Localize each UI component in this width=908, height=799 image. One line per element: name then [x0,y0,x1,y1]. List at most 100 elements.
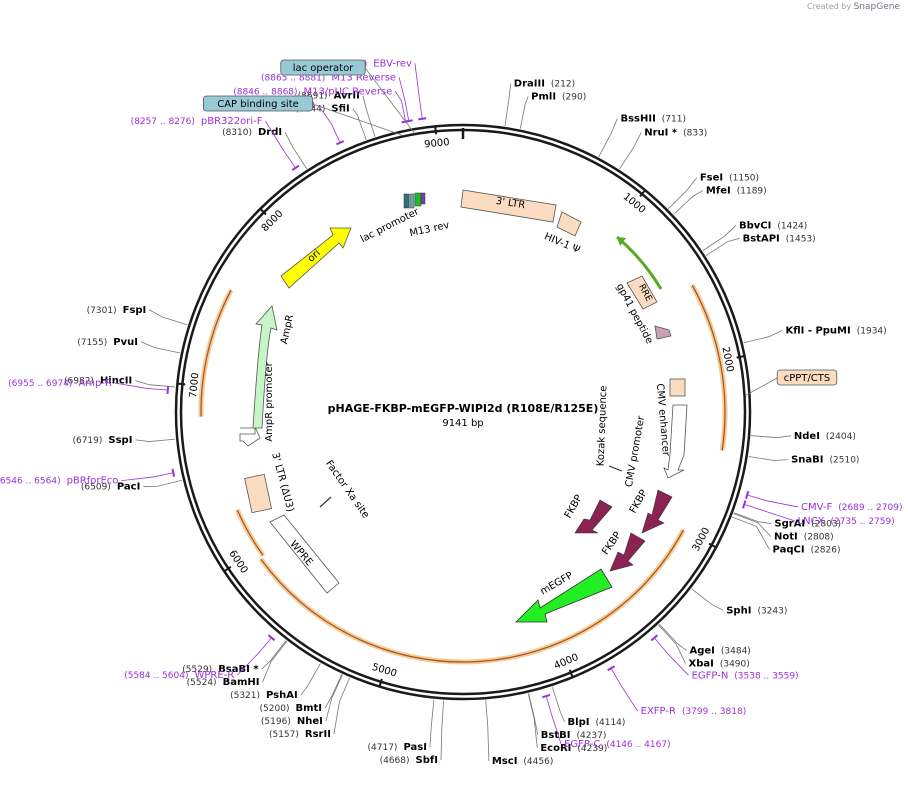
site-coord: (1934) [857,326,887,336]
primer-amp-r[interactable]: (6955 .. 6974)Amp-R [8,378,170,395]
site-avrii[interactable]: (8691)AvrII [298,91,376,137]
site-ecori[interactable]: EcoRI(4239) [527,693,607,754]
site-leader-line [135,438,176,442]
fkbp-shape-2[interactable] [641,489,673,534]
site-sbfi[interactable]: (4668)SbfI [380,700,445,766]
primer-leader-line [610,668,638,712]
site-kfli-ppumi[interactable]: KflI - PpuMI(1934) [743,325,887,344]
site-xbai[interactable]: XbaI(3490) [658,624,750,670]
site-name: SfiI [331,104,349,115]
site-nhei[interactable]: (5196)NheI [261,674,343,727]
boxed-label-bg [202,95,313,112]
ruler-tick [434,125,437,135]
site-name: SphI [726,605,751,616]
site-label: (5529)BsaBI * [182,664,259,675]
primer-label: (6546 .. 6564)pBRforEco [0,476,118,487]
primer-wpre-r[interactable]: (5584 .. 5604)WPRE-R [124,634,276,681]
site-coord: (4114) [595,718,625,728]
site-name: RsrII [305,729,331,740]
primer-pbrforeco[interactable]: (6546 .. 6564)pBRforEco [0,468,176,487]
site-sphi[interactable]: SphI(3243) [691,588,788,616]
site-agei[interactable]: AgeI(3484) [659,623,751,656]
arc-highlight-left-upper-line [200,289,232,417]
rre-shape[interactable] [626,275,658,310]
megfp-shape[interactable] [515,568,613,623]
site-pmli[interactable]: PmlI(290) [519,91,586,129]
ampr-shape[interactable] [240,305,278,429]
site-leader-line [528,693,539,736]
site-ndei[interactable]: NdeI(2404) [751,431,856,442]
gp41-peptide-shape[interactable] [654,325,672,340]
primer-pbr322ori-f[interactable]: (8257 .. 8276)pBR322ori-F [131,116,300,172]
site-coord: (290) [562,92,586,102]
site-name: AvrII [334,91,360,102]
site-pshai[interactable]: (5321)PshAI [230,663,321,701]
site-mfei[interactable]: MfeI(1189) [673,186,767,215]
site-coord: (1453) [786,234,816,244]
factor-xa-shape [319,496,332,508]
ruler-tick-label: 2000 [719,346,735,373]
site-label: (5321)PshAI [230,690,298,701]
primer-cmv-f[interactable]: CMV-F(2689 .. 2709) [745,490,903,513]
ruler-tick [222,565,232,573]
site-snabi[interactable]: SnaBI(2510) [748,455,860,466]
site-paci[interactable]: (6509)PacI [81,479,183,493]
cppt-shape[interactable] [669,378,686,397]
primer-coord: (4146 .. 4167) [606,740,670,750]
site-bbvci[interactable]: BbvCI(1424) [702,220,807,252]
site-fsei[interactable]: FseI(1150) [668,173,759,209]
site-bmti[interactable]: (5200)BmtI [260,674,343,714]
site-sspi[interactable]: (6719)SspI [72,435,176,446]
site-name: SgrAI [774,519,805,530]
site-bsshii[interactable]: BssHII(711) [598,114,686,158]
m13-rev-mark [420,192,426,205]
site-drdi[interactable]: (8310)DrdI [222,127,308,170]
plasmid-name: pHAGE-FKBP-mEGFP-WIPI2d (R108E/R125E) [328,402,599,415]
boxed-label-lac-operator[interactable]: lac operator [280,59,415,134]
primer-egfp-n[interactable]: EGFP-N(3538 .. 3559) [650,634,799,681]
hiv-psi-shape[interactable] [556,211,582,237]
site-sgrai[interactable]: SgrAI(2803) [733,512,841,530]
credit-brand: SnapGene [853,2,900,12]
site-leader-line [733,512,772,525]
feature-highlight-arcs [198,283,728,665]
wpre-shape[interactable] [269,514,340,594]
ltr-du3-shape[interactable] [244,473,272,514]
feature-label-kozak: Kozak sequence [596,385,610,466]
site-draiii[interactable]: DraIII(212) [504,78,575,127]
boxed-label-cppt-cts[interactable]: cPPT/CTS [745,369,838,396]
ori-shape[interactable] [280,227,352,289]
boxed-label-cap-binding-site[interactable]: CAP binding site [202,95,404,136]
site-leader-line [300,663,321,696]
cmv-enhancer-shape[interactable] [663,404,688,479]
ampr-promoter-shape[interactable] [239,426,261,447]
site-name: EcoRI [540,743,571,754]
fkbp-shape-3[interactable] [609,532,646,572]
site-bstapi[interactable]: BstAPI(1453) [705,233,816,256]
site-bsabi[interactable]: (5529)BsaBI * [182,640,287,676]
site-pasi[interactable]: (4717)PasI [368,699,435,754]
snapgene-credit: Created by SnapGene [807,2,900,12]
feature-label-ampr-promoter: AmpR promoter [264,361,275,441]
site-noti[interactable]: NotI(2808) [733,513,834,543]
site-blpi[interactable]: BlpI(4114) [551,686,625,728]
site-label: (5196)NheI [261,716,323,727]
site-paqci[interactable]: PaqCI(2826) [732,516,841,556]
fkbp-shape-1[interactable] [574,499,613,534]
site-rsrii[interactable]: (5157)RsrII [269,677,350,740]
site-bstbi[interactable]: BstBI(4237) [528,693,607,741]
ruler-tick [639,188,647,197]
primer-lncx[interactable]: LNCX(2735 .. 2759) [742,500,895,527]
site-nrui[interactable]: NruI *(833) [619,127,708,170]
primer-egfp-c[interactable]: EGFP-C(4146 .. 4167) [542,693,671,750]
site-hincii[interactable]: (6982)HincII [64,375,176,388]
site-fspi[interactable]: (7301)FspI [87,305,188,326]
site-pvui[interactable]: (7155)PvuI [77,337,181,354]
site-label: BstAPI(1453) [743,233,816,244]
primer-exfp-r[interactable]: EXFP-R(3799 .. 3818) [607,665,747,717]
primer-name: Amp-R [78,378,112,389]
site-bamhi[interactable]: (5524)BamHI [187,640,288,688]
site-msci[interactable]: MscI(4456) [485,700,554,767]
primer-label: (5584 .. 5604)WPRE-R [124,670,234,681]
ltr-3-top-shape[interactable] [460,189,557,223]
